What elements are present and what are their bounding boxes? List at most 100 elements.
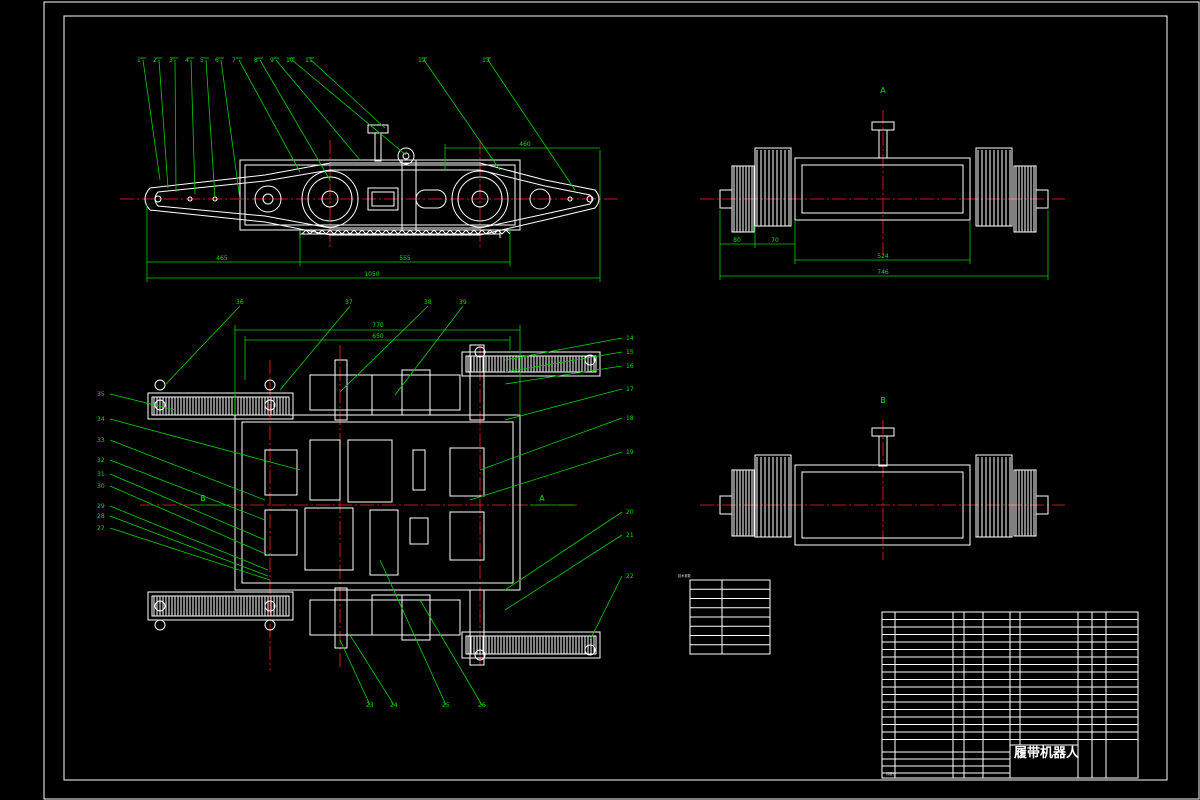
- balloon-30: 30: [97, 483, 105, 490]
- plan-view-balloons-right: 14 15 16 17 18 19 20 21 22: [626, 335, 634, 580]
- balloon-22: 22: [626, 573, 634, 580]
- bolt-circle: [264, 600, 276, 612]
- bolt-circle: [584, 644, 596, 656]
- dim-a-overall: 746: [877, 269, 889, 276]
- leader-line: [349, 634, 395, 706]
- balloon-5: 5: [200, 57, 204, 64]
- plan-view: 770 650 B A: [109, 305, 623, 706]
- dim-a-2: 70: [771, 237, 779, 244]
- balloon-20: 20: [626, 509, 634, 516]
- dim-a-1: 80: [733, 237, 741, 244]
- balloon-7: 7: [232, 57, 236, 64]
- balloon-24: 24: [390, 702, 398, 709]
- balloon-8: 8: [254, 57, 258, 64]
- view-a-label: A: [880, 86, 886, 95]
- leader-line: [174, 59, 177, 193]
- title-block-label: 标题栏: [886, 771, 896, 776]
- balloon-33: 33: [97, 437, 105, 444]
- balloon-11: 11: [305, 57, 313, 64]
- balloon-36: 36: [236, 299, 244, 306]
- dim-plan-outer: 770: [372, 322, 384, 329]
- leader-line: [164, 305, 241, 386]
- view-a: A 80 70 524 746: [700, 86, 1065, 280]
- bolt-circle: [264, 379, 276, 391]
- balloon-38: 38: [424, 299, 432, 306]
- balloon-23: 23: [366, 702, 374, 709]
- balloon-18: 18: [626, 415, 634, 422]
- bolt-circle: [474, 346, 486, 358]
- balloon-16: 16: [626, 363, 634, 370]
- leader-line: [504, 351, 623, 373]
- leader-line: [487, 59, 576, 191]
- leader-line: [109, 418, 301, 471]
- balloon-2: 2: [153, 57, 157, 64]
- leader-line: [279, 305, 351, 391]
- balloon-13: 13: [482, 57, 490, 64]
- leader-line: [109, 485, 269, 556]
- leader-line: [142, 59, 161, 181]
- balloon-35: 35: [97, 391, 105, 398]
- bolt-circle: [264, 399, 276, 411]
- balloon-39: 39: [459, 299, 467, 306]
- leader-line: [589, 575, 623, 641]
- dim-a-3: 524: [877, 253, 889, 260]
- title-block: 履带机器人 标题栏: [881, 611, 1139, 779]
- plan-view-balloons-bottom: 23 24 25 26: [366, 702, 486, 709]
- dim-side-middle: 555: [399, 255, 411, 262]
- leader-line: [419, 599, 483, 706]
- outer-border: [43, 1, 1200, 800]
- section-mark-left: B: [200, 494, 206, 503]
- view-b-label: B: [880, 396, 886, 405]
- leader-line: [479, 417, 623, 471]
- balloon-1: 1: [137, 57, 141, 64]
- view-b: B: [700, 396, 1065, 560]
- plan-view-balloons-top: 37 38 39: [345, 299, 467, 306]
- balloon-31: 31: [97, 471, 105, 478]
- leader-line: [339, 305, 429, 393]
- leader-line: [190, 59, 196, 195]
- inner-frame: [63, 15, 1168, 781]
- leader-line: [109, 505, 269, 571]
- bolt-circle: [584, 354, 596, 366]
- balloon-3: 3: [169, 57, 173, 64]
- leader-line: [504, 365, 623, 385]
- leader-line: [275, 59, 361, 161]
- balloon-19: 19: [626, 449, 634, 456]
- balloon-25: 25: [442, 702, 450, 709]
- leader-line: [238, 59, 301, 173]
- leader-line: [205, 59, 216, 199]
- balloon-15: 15: [626, 349, 634, 356]
- leader-line: [220, 59, 241, 201]
- balloon-37: 37: [345, 299, 353, 306]
- leader-line: [109, 459, 266, 521]
- leader-line: [109, 393, 176, 411]
- spec-table-heading: 技术参数: [678, 573, 692, 578]
- leader-line: [259, 59, 331, 181]
- dim-side-left: 465: [216, 255, 228, 262]
- side-view-balloons: 1 2 3 4 5 6 7 8 9 10 11 12 13: [137, 57, 490, 64]
- section-mark-right: A: [539, 494, 545, 503]
- balloon-29: 29: [97, 503, 105, 510]
- leader-line: [379, 559, 447, 706]
- leader-line: [339, 639, 371, 706]
- bolt-circle: [474, 649, 486, 661]
- bolt-circle: [154, 619, 166, 631]
- balloon-27: 27: [97, 525, 105, 532]
- bolt-circle: [154, 379, 166, 391]
- dim-side-top: 460: [519, 141, 531, 148]
- leader-line: [109, 439, 266, 501]
- balloon-21: 21: [626, 532, 634, 539]
- dim-side-overall: 1050: [364, 271, 379, 278]
- spec-table: 技术参数: [678, 573, 771, 655]
- leader-line: [504, 534, 623, 611]
- leader-line: [504, 388, 623, 421]
- plan-view-balloons-left: 36 35 34 33 32 31 30 29 28 27: [97, 299, 244, 532]
- leader-line: [504, 511, 623, 591]
- balloon-26: 26: [478, 702, 486, 709]
- balloon-14: 14: [626, 335, 634, 342]
- leader-line: [109, 515, 269, 577]
- bolt-circle: [154, 600, 166, 612]
- balloon-17: 17: [626, 386, 634, 393]
- balloon-9: 9: [270, 57, 274, 64]
